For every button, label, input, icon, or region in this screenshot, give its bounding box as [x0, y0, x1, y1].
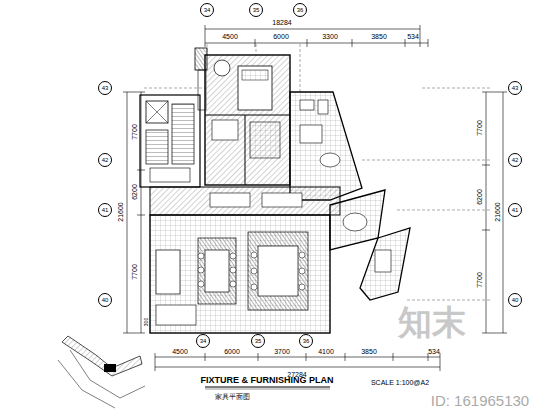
grid-bubble: 36 — [293, 3, 307, 17]
grid-number: 43 — [102, 85, 109, 91]
grid-number: 42 — [102, 157, 109, 163]
dimension: 534 — [407, 33, 419, 40]
grid-number: 34 — [204, 7, 211, 13]
dimension-total: 21600 — [494, 202, 501, 221]
grid-bubble: 41 — [98, 203, 112, 217]
dimension: 300 — [144, 318, 149, 326]
upper-suite — [205, 55, 290, 185]
grid-bubble: 34 — [196, 334, 210, 348]
dimension: 6000 — [224, 348, 240, 355]
drawing-name: 家具平面图 — [215, 393, 250, 400]
wedge-room — [290, 92, 362, 200]
dimension: 6000 — [273, 33, 289, 40]
grid-bubble: 41 — [508, 203, 522, 217]
watermark: 知末 — [398, 305, 466, 339]
key-plan — [58, 336, 145, 408]
grid-bubble: 35 — [251, 334, 265, 348]
grid-number: 41 — [102, 207, 109, 213]
grid-bubble: 43 — [98, 81, 112, 95]
grid-number: 36 — [297, 7, 304, 13]
dimension: 3300 — [322, 33, 338, 40]
grid-bubble: 36 — [299, 334, 313, 348]
dimension: 4100 — [318, 348, 334, 355]
dimension: 3850 — [371, 33, 387, 40]
grid-number: 36 — [303, 338, 310, 344]
dimension-total: 21600 — [117, 202, 124, 221]
grid-number: 35 — [253, 7, 260, 13]
grid-bubble: 42 — [98, 153, 112, 167]
grid-bubble: 34 — [200, 3, 214, 17]
grid-number: 43 — [512, 85, 519, 91]
grid-bubble: 40 — [508, 293, 522, 307]
dimension: 7700 — [476, 120, 483, 136]
dimension: 3850 — [361, 348, 377, 355]
grid-bubble: 43 — [508, 81, 522, 95]
grid-number: 35 — [255, 338, 262, 344]
grid-bubble: 40 — [98, 293, 112, 307]
dimension: 534 — [428, 348, 440, 355]
dimension: 7700 — [131, 264, 138, 280]
dimension: 7700 — [476, 272, 483, 288]
grid-number: 34 — [200, 338, 207, 344]
grid-number: 40 — [512, 297, 519, 303]
dimension: 4500 — [222, 33, 238, 40]
stair-core — [140, 95, 200, 187]
dimension: 18284 — [272, 19, 291, 26]
watermark-id: ID: 161965130 — [431, 393, 529, 408]
grid-number: 41 — [512, 207, 519, 213]
dimension: 3700 — [274, 348, 290, 355]
grid-number: 40 — [102, 297, 109, 303]
grid-lines — [144, 44, 490, 336]
dimension: 7700 — [131, 124, 138, 140]
drawing-title: FIXTURE & FURNISHING PLAN — [200, 376, 333, 385]
grid-bubble: 35 — [249, 3, 263, 17]
dimension: 6200 — [131, 184, 138, 200]
scale-note: SCALE 1:100@A2 — [371, 379, 429, 386]
dimension: 6200 — [476, 189, 483, 205]
grid-number: 42 — [512, 157, 519, 163]
dining-hall — [150, 215, 330, 333]
dimension-lines — [123, 25, 507, 371]
dimension: 4500 — [172, 348, 188, 355]
grid-bubble: 42 — [508, 153, 522, 167]
